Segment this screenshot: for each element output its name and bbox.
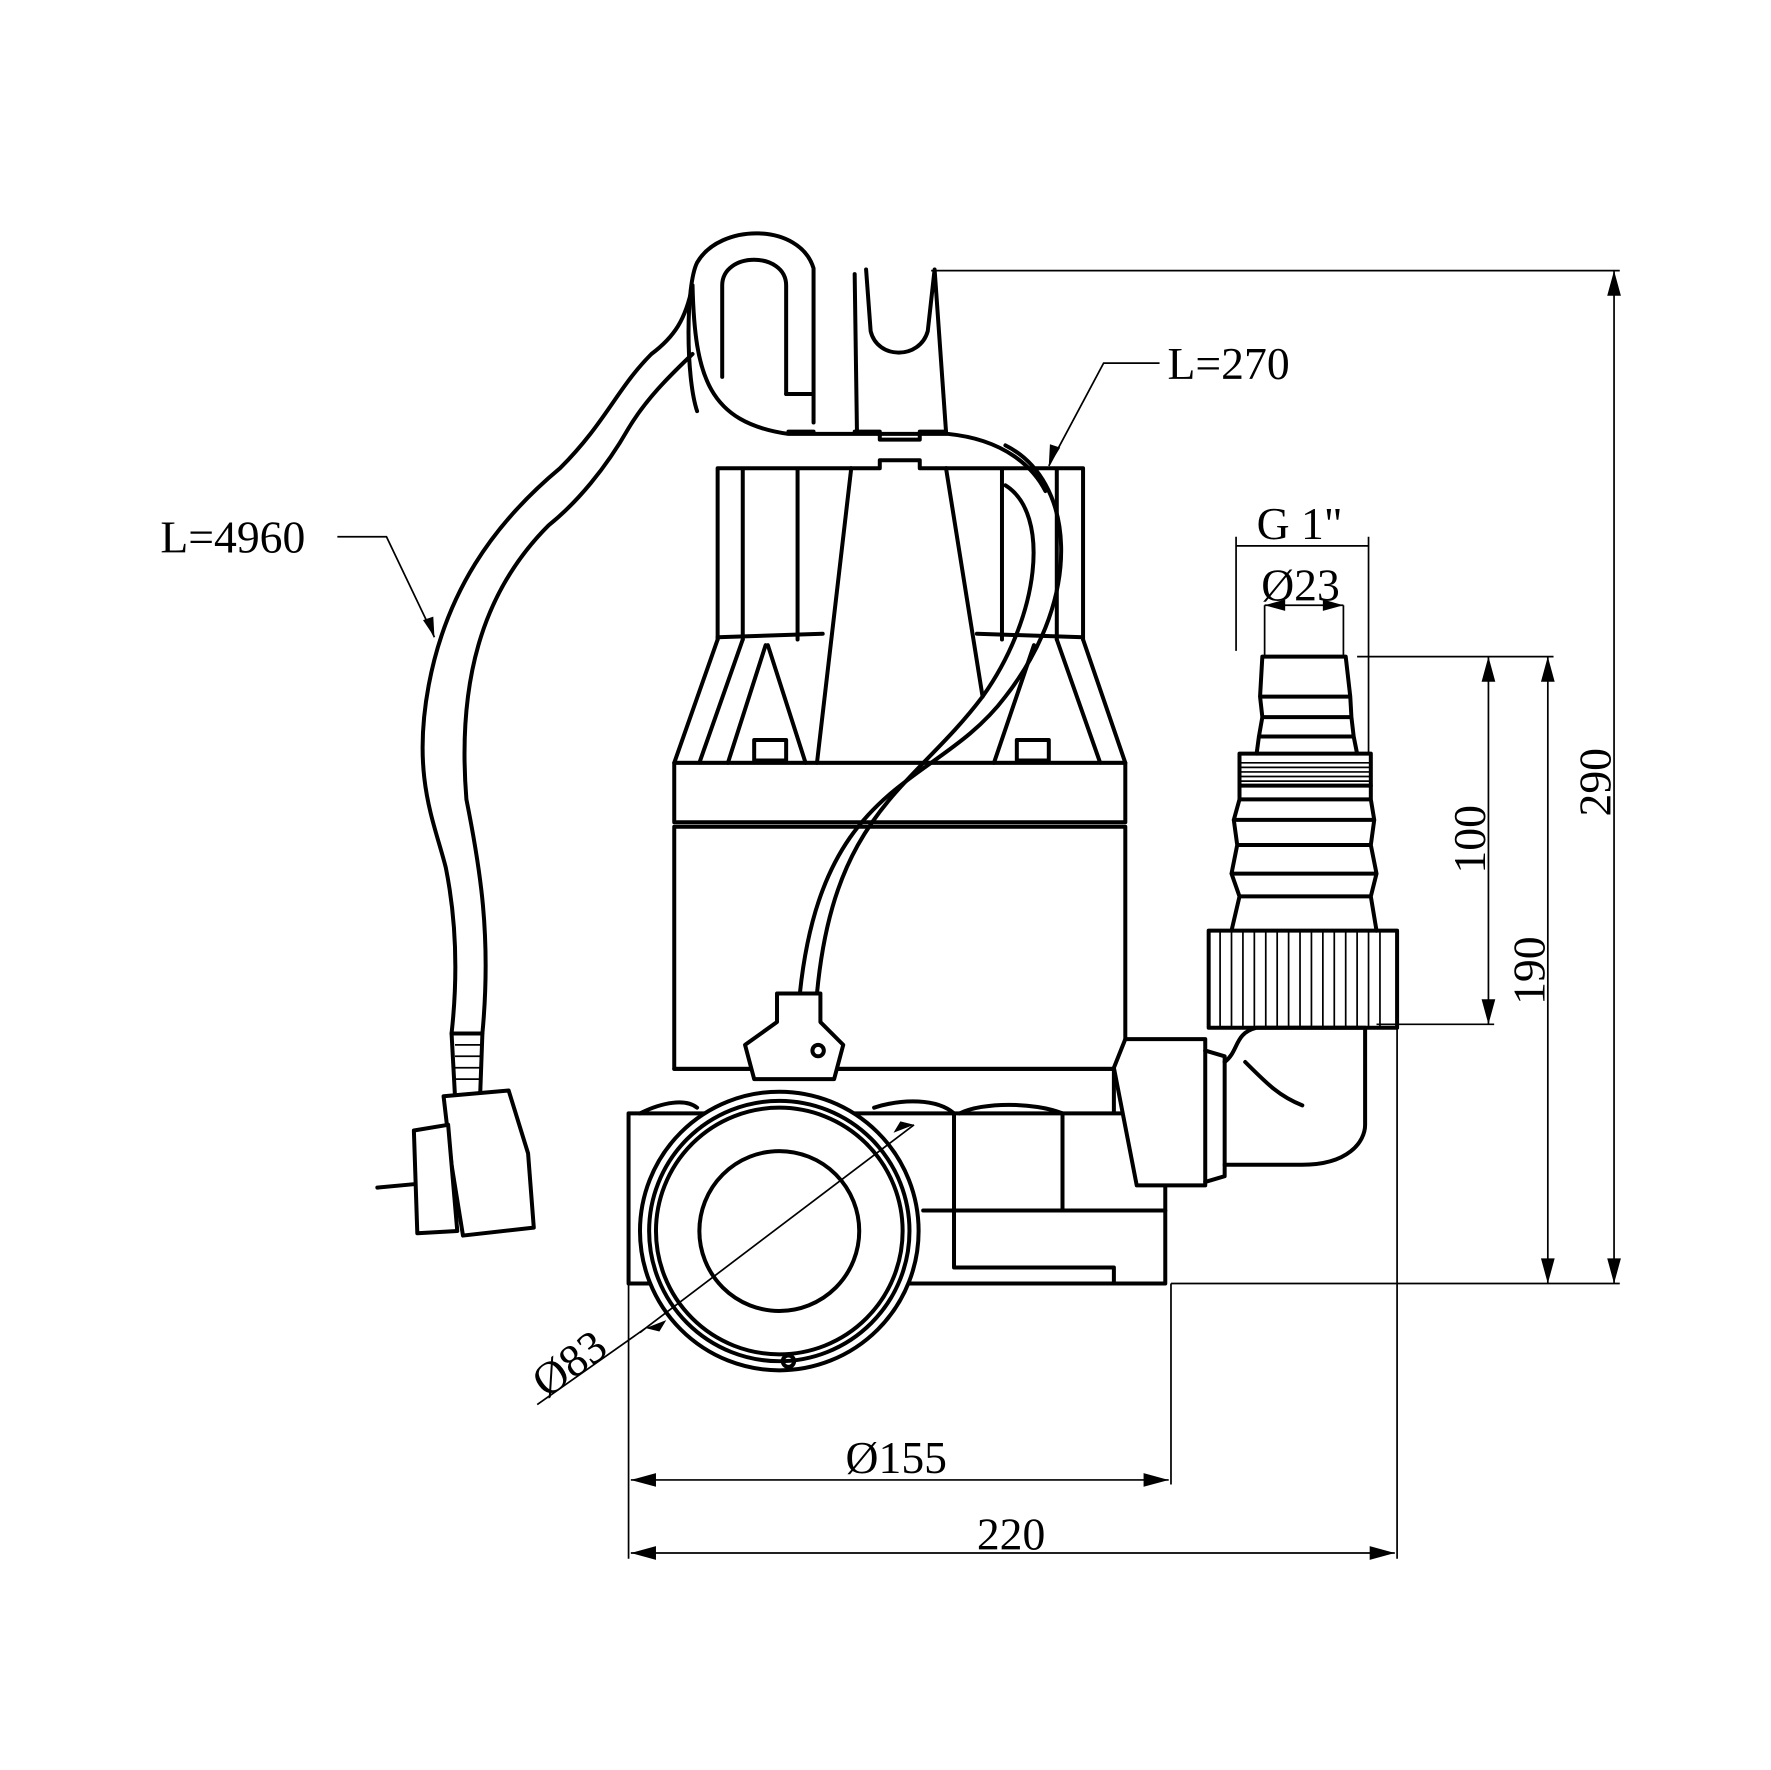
cable-length-label: L=4960 — [160, 512, 305, 563]
pump-handle — [686, 231, 1048, 494]
body-diameter-label: Ø155 — [846, 1432, 947, 1483]
dimension-labels: L=4960 L=270 G 1" Ø23 100 190 290 Ø83 Ø1… — [160, 338, 1620, 1559]
inlet-port — [637, 1089, 921, 1373]
float-cable-length-label: L=270 — [1168, 338, 1290, 389]
thread-label: G 1" — [1257, 498, 1343, 549]
inlet-diameter-label: Ø83 — [522, 1319, 616, 1406]
outlet-height-label: 100 — [1444, 805, 1495, 873]
total-width-label: 220 — [977, 1509, 1045, 1560]
inlet-height-label: 190 — [1503, 936, 1554, 1004]
total-height-label: 290 — [1570, 748, 1621, 816]
float-switch-cable — [743, 443, 1064, 1082]
power-cable — [375, 283, 695, 1238]
dimension-lines — [337, 269, 1621, 1560]
hose-diameter-label: Ø23 — [1261, 560, 1340, 611]
outlet-adapter — [1111, 654, 1400, 1188]
pump-base — [626, 1066, 1168, 1286]
motor-housing — [672, 458, 1128, 1071]
